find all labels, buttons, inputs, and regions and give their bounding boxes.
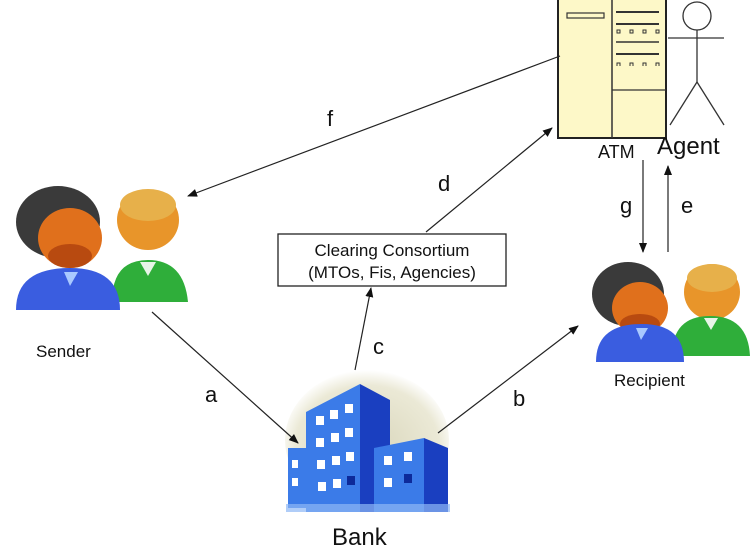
clearing-consortium-box: Clearing Consortium (MTOs, Fis, Agencies… [277,233,507,287]
edge-d-arrow [425,127,553,233]
bank-icon [285,370,450,512]
edge-a-label: a [205,382,218,407]
edge-f-arrow [187,55,561,197]
atm-label: ATM [598,142,635,162]
bank-label: Bank [332,524,388,551]
edge-b-arrow [437,325,579,434]
agent-icon [668,1,725,126]
edge-d-label: d [438,171,450,196]
recipient-label: Recipient [614,371,685,390]
edge-b-label: b [513,386,525,411]
atm-icon [557,0,667,139]
recipient-icon [592,262,750,362]
clearing-title: Clearing Consortium [315,241,470,260]
edge-c-label: c [373,334,384,359]
edge-a-arrow [151,311,299,444]
edge-f-label: f [327,106,334,131]
sender-icon [16,186,188,310]
edge-g-label: g [620,193,632,218]
edge-c-arrow [354,287,374,371]
edge-e-label: e [681,193,693,218]
clearing-subtitle: (MTOs, Fis, Agencies) [308,263,476,282]
agent-label: Agent [657,133,720,160]
sender-label: Sender [36,342,91,361]
